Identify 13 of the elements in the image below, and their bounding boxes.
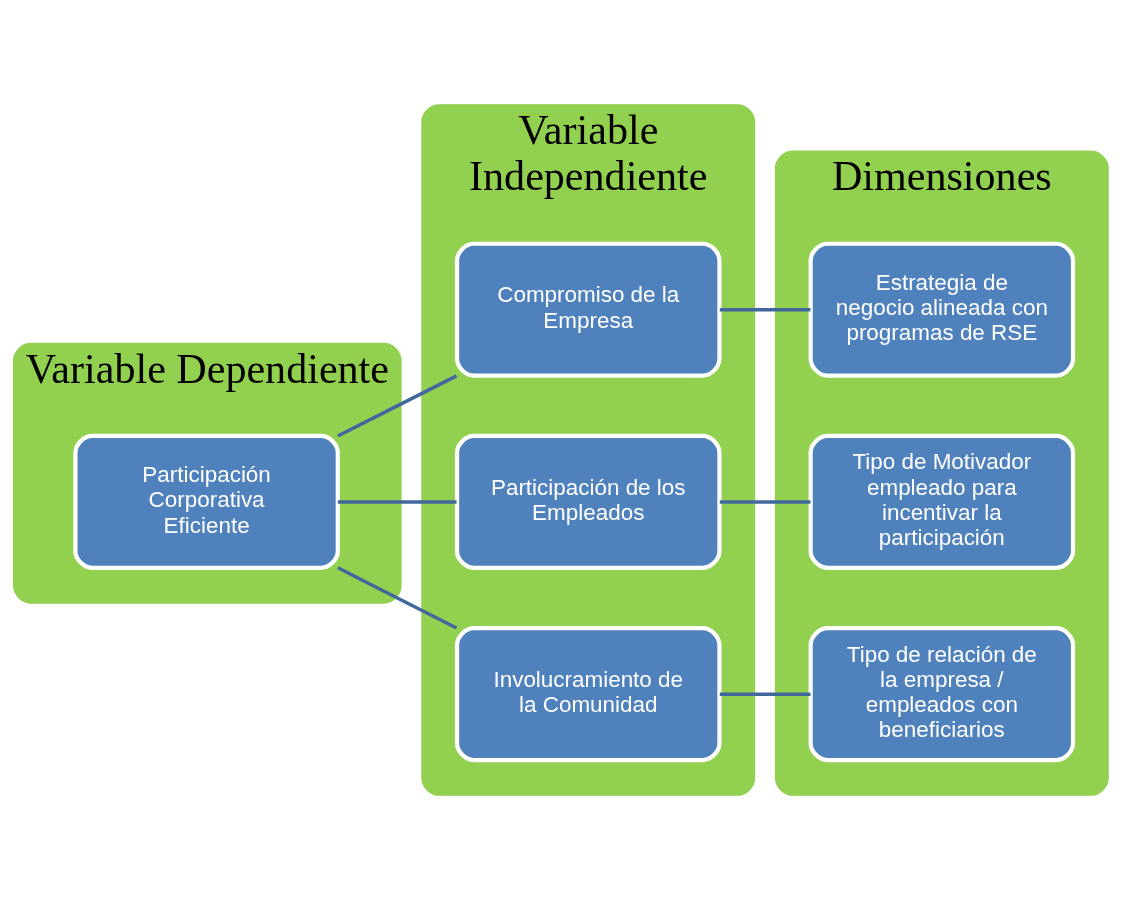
connector	[337, 500, 457, 504]
connector	[337, 566, 458, 630]
node-box: Tipo de Motivador empleado para incentivar la participación	[808, 433, 1076, 570]
connector	[337, 374, 458, 438]
node-box: Involucramiento de la Comunidad	[454, 626, 722, 763]
node-box: Estrategia de negocio alineada con programas de RSE	[808, 241, 1076, 378]
connector	[719, 307, 811, 312]
node-box: Tipo de relación de la empresa / empleados con beneficiarios	[808, 626, 1076, 763]
node-box: Compromiso de la Empresa	[454, 241, 722, 378]
node-box: Participación Corporativa Eficiente	[73, 433, 340, 570]
connector	[719, 692, 811, 696]
node-box: Participación de los Empleados	[454, 433, 722, 570]
connector	[719, 500, 811, 504]
